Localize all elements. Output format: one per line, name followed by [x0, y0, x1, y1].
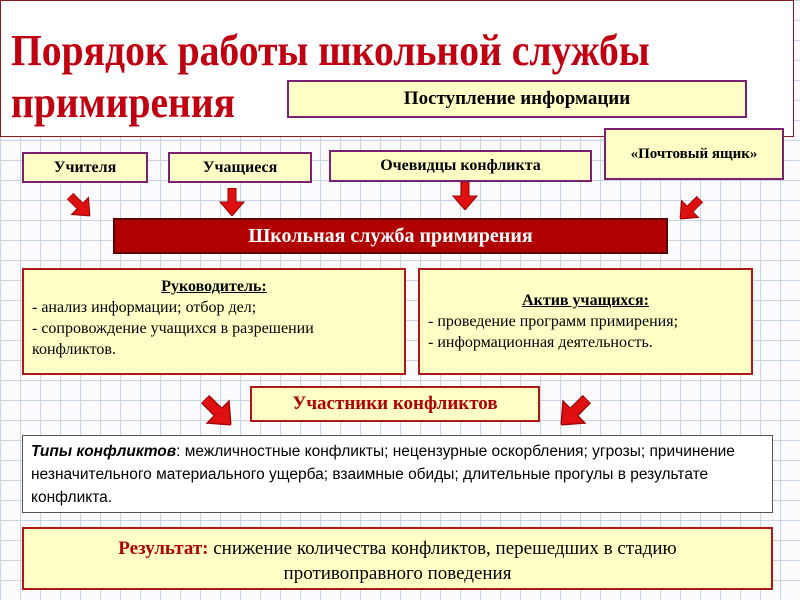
source-teachers: Учителя — [22, 152, 148, 183]
info-intake-box: Поступление информации — [287, 80, 747, 118]
conflict-types-text: : межличностные конфликты; нецензурные о… — [31, 443, 735, 506]
source-students: Учащиеся — [168, 152, 312, 183]
participants-box: Участники конфликтов — [250, 386, 540, 422]
leader-heading: Руководитель: — [161, 278, 267, 295]
page-title-line2: примирения — [11, 78, 236, 127]
result-box: Результат: снижение количества конфликто… — [22, 527, 773, 590]
page-title-line1: Порядок работы школьной службы — [11, 26, 650, 75]
conflict-types-label: Типы конфликтов — [31, 443, 177, 460]
source-witnesses: Очевидцы конфликта — [329, 150, 592, 182]
activists-item: информационная деятельность. — [437, 334, 653, 351]
result-text: снижение количества конфликтов, перешедш… — [208, 538, 677, 584]
conflict-types-box: Типы конфликтов: межличностные конфликты… — [22, 435, 773, 513]
service-box: Школьная служба примирения — [113, 218, 668, 254]
source-mailbox: «Почтовый ящик» — [604, 128, 784, 180]
activists-heading: Актив учащихся: — [522, 292, 649, 309]
result-label: Результат: — [118, 538, 209, 559]
leader-item: сопровождение учащихся в разрешении конф… — [32, 320, 314, 358]
activists-item: проведение программ примирения; — [437, 313, 679, 330]
leader-box: Руководитель: - анализ информации; отбор… — [22, 268, 406, 375]
leader-item: анализ информации; отбор дел; — [41, 299, 257, 316]
activists-box: Актив учащихся: - проведение программ пр… — [418, 268, 753, 375]
